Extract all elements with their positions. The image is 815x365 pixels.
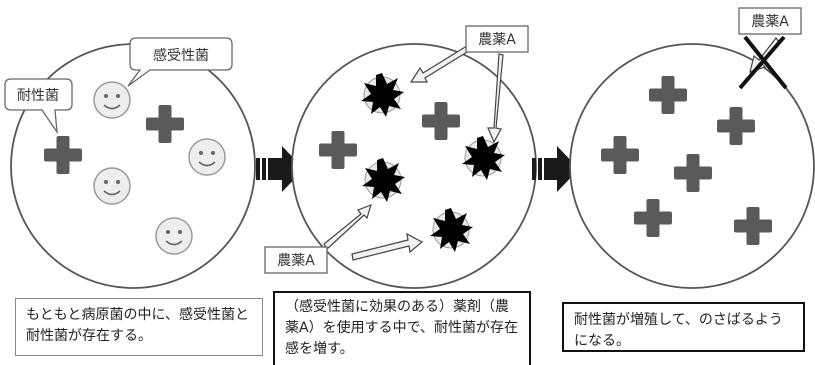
sensitive-bacteria-callout: 感受性菌 bbox=[127, 37, 233, 87]
block-arrow-icon bbox=[256, 146, 304, 192]
sensitive-bacteria-icon bbox=[93, 167, 131, 205]
panel-initial: 感受性菌 耐性菌 bbox=[4, 37, 256, 289]
pesticide-arrow-icon bbox=[749, 37, 780, 73]
svg-text:農薬A: 農薬A bbox=[478, 32, 516, 48]
sensitive-bacteria-icon bbox=[93, 81, 131, 119]
pesticide-a-crossed-label: 農薬A bbox=[738, 7, 802, 35]
pesticide-a-label-bottom: 農薬A bbox=[264, 246, 328, 274]
panel-resistance: 農薬A bbox=[569, 7, 815, 289]
pesticide-a-label-top: 農薬A bbox=[465, 25, 529, 53]
sensitive-bacteria-icon bbox=[188, 138, 226, 176]
resistant-bacteria-label: 耐性菌 bbox=[17, 88, 59, 104]
sensitive-bacteria-icon bbox=[155, 217, 193, 255]
block-arrow-icon bbox=[532, 146, 579, 192]
sensitive-bacteria-label: 感受性菌 bbox=[153, 47, 209, 64]
prohibited-x-icon bbox=[738, 35, 788, 90]
resistant-bacteria-callout: 耐性菌 bbox=[4, 78, 73, 135]
caption-panel1: もともと病原菌の中に、感受性菌と耐性菌が存在する。 bbox=[15, 298, 263, 356]
caption-panel2: （感受性菌に効果のある）薬剤（農薬A）を使用する中で、耐性菌が存在感を増す。 bbox=[273, 291, 531, 365]
svg-text:農薬A: 農薬A bbox=[751, 14, 789, 30]
caption-panel3: 耐性菌が増殖して、のさばるようになる。 bbox=[562, 302, 805, 352]
panel-pesticide: 農薬A 農薬A bbox=[264, 25, 537, 289]
pesticide-arrow-icon bbox=[323, 43, 504, 261]
svg-text:農薬A: 農薬A bbox=[277, 253, 315, 269]
